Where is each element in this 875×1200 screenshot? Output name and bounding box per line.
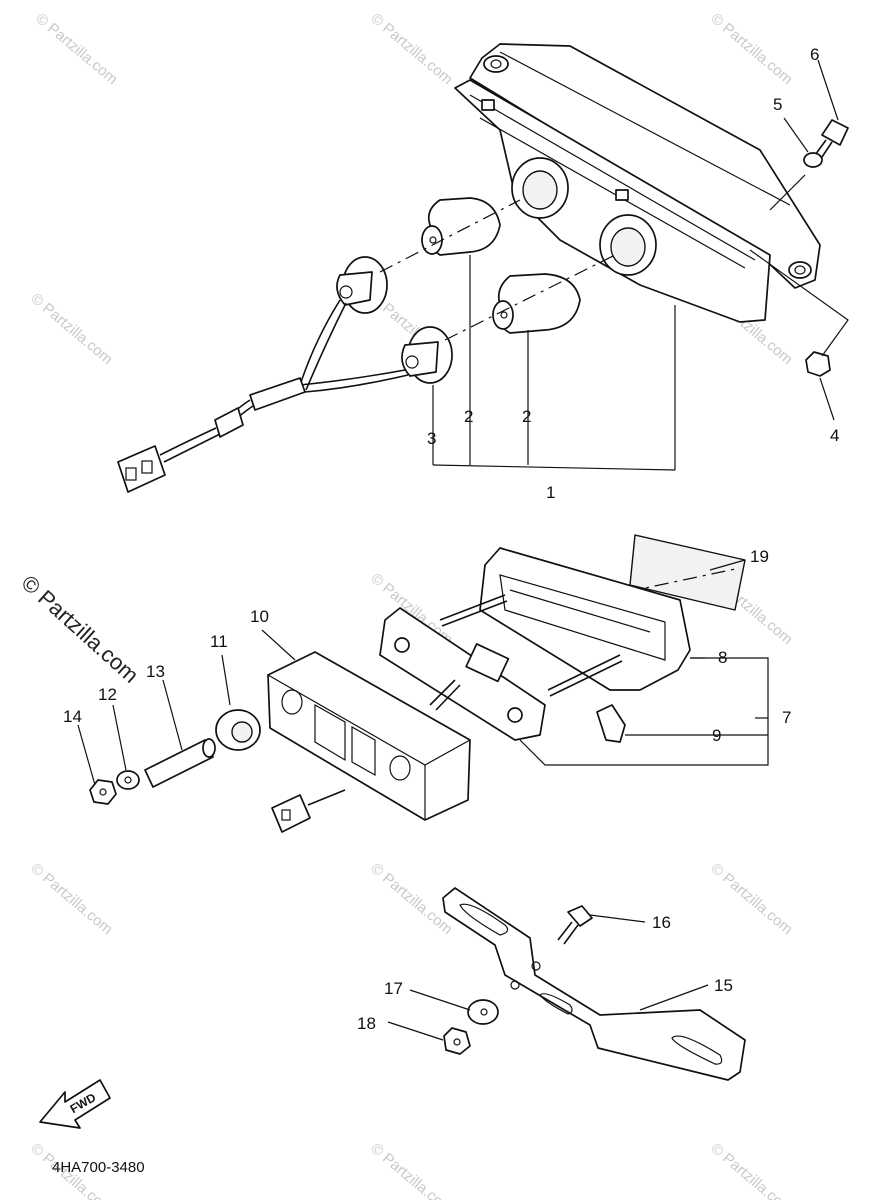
watermark: © Partzilla.com bbox=[707, 1140, 795, 1200]
watermark-large: © Partzilla.com bbox=[17, 570, 144, 688]
watermark: © Partzilla.com bbox=[367, 10, 455, 88]
watermark: © Partzilla.com bbox=[707, 10, 795, 88]
callout-15: 15 bbox=[714, 976, 733, 995]
diagram-code: 4HA700-3480 bbox=[52, 1159, 145, 1176]
leader-lines-top bbox=[379, 59, 849, 471]
leader-lines-bottom bbox=[387, 914, 709, 1041]
callout-4: 4 bbox=[830, 426, 839, 445]
callout-labels: 1 2 2 3 4 5 6 7 8 9 10 11 12 13 14 15 16… bbox=[63, 45, 839, 1033]
callout-13: 13 bbox=[146, 662, 165, 681]
leader-lines-middle bbox=[77, 559, 769, 786]
socket-wiring bbox=[117, 256, 453, 493]
fwd-arrow-icon: FWD bbox=[39, 1079, 111, 1129]
watermark: © Partzilla.com bbox=[367, 1140, 455, 1200]
callout-2: 2 bbox=[464, 407, 473, 426]
callout-5: 5 bbox=[773, 95, 782, 114]
callout-19: 19 bbox=[750, 547, 769, 566]
callout-6: 6 bbox=[810, 45, 819, 64]
callout-12: 12 bbox=[98, 685, 117, 704]
bulbs bbox=[421, 197, 581, 334]
callout-10: 10 bbox=[250, 607, 269, 626]
license-light-assembly bbox=[89, 534, 746, 833]
callout-9: 9 bbox=[712, 726, 721, 745]
tail-light-housing bbox=[454, 43, 821, 323]
callout-3: 3 bbox=[427, 429, 436, 448]
callout-17: 17 bbox=[384, 979, 403, 998]
watermark: © Partzilla.com bbox=[27, 860, 115, 938]
callout-16: 16 bbox=[652, 913, 671, 932]
callout-14: 14 bbox=[63, 707, 82, 726]
watermark: © Partzilla.com bbox=[27, 290, 115, 368]
callout-18: 18 bbox=[357, 1014, 376, 1033]
watermark: © Partzilla.com bbox=[707, 860, 795, 938]
license-bracket bbox=[442, 887, 746, 1081]
fasteners-top bbox=[803, 119, 849, 377]
callout-1: 1 bbox=[546, 483, 555, 502]
watermark: © Partzilla.com bbox=[32, 10, 120, 88]
callout-2: 2 bbox=[522, 407, 531, 426]
callout-7: 7 bbox=[782, 708, 791, 727]
callout-11: 11 bbox=[210, 632, 228, 651]
callout-8: 8 bbox=[718, 648, 727, 667]
